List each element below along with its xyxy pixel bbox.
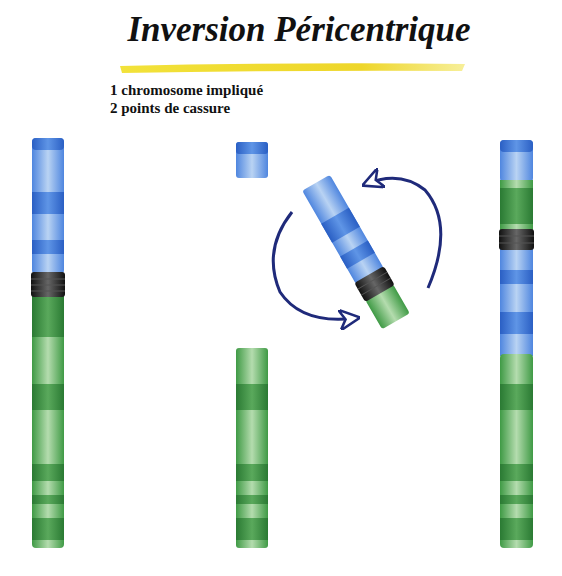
rotation-arrow [273,212,356,319]
note-label: 2 points de cassure [110,100,230,117]
note-label: 1 chromosome impliqué [110,82,263,99]
inverted-segment [301,174,410,330]
chromosome-fragments [236,142,268,548]
chromosome-normal [31,138,65,548]
chromosome-inverted [499,140,534,548]
rotation-arrow [366,178,441,288]
title-underline [120,63,465,73]
diagram-title: Inversion Péricentrique [0,10,562,50]
